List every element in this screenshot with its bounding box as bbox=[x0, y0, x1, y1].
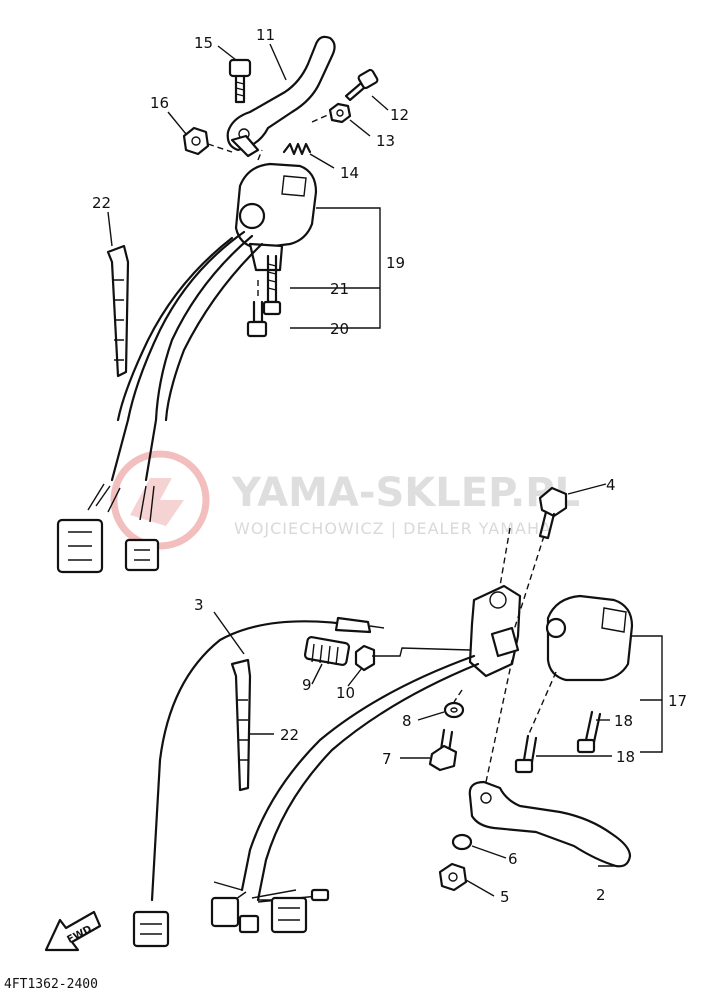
callout-9: 9 bbox=[302, 676, 312, 694]
callout-8: 8 bbox=[402, 712, 412, 730]
adjuster-part-9 bbox=[303, 636, 351, 666]
screw-part-18-b bbox=[514, 734, 538, 774]
callout-5: 5 bbox=[500, 888, 510, 906]
bolt-part-7 bbox=[428, 728, 458, 772]
bolt-part-15 bbox=[228, 58, 252, 104]
nut-part-5 bbox=[438, 862, 468, 892]
callout-3: 3 bbox=[194, 596, 204, 614]
watermark-logo bbox=[110, 450, 210, 550]
washer-part-8 bbox=[443, 701, 465, 719]
callout-10: 10 bbox=[336, 684, 355, 702]
callout-14: 14 bbox=[340, 164, 359, 182]
callout-12: 12 bbox=[390, 106, 409, 124]
callout-18-b: 18 bbox=[616, 748, 635, 766]
handlebar-switch-part-19 bbox=[234, 162, 318, 272]
callout-4: 4 bbox=[606, 476, 616, 494]
screw-part-20 bbox=[246, 280, 268, 338]
callout-15: 15 bbox=[194, 34, 213, 52]
screw-part-18-a bbox=[576, 710, 602, 754]
bolt-part-12 bbox=[344, 68, 379, 102]
callout-16: 16 bbox=[150, 94, 169, 112]
callout-2: 2 bbox=[596, 886, 606, 904]
callout-11: 11 bbox=[256, 26, 275, 44]
callout-6: 6 bbox=[508, 850, 518, 868]
leader-lines bbox=[167, 43, 616, 897]
cable-tie-part-22-upper bbox=[106, 211, 130, 378]
callout-labels: 15 11 12 13 14 16 22 19 21 20 4 3 9 10 1… bbox=[92, 26, 687, 906]
upper-wire-harness bbox=[87, 230, 264, 523]
washer-part-6 bbox=[451, 833, 473, 851]
watermark-subtitle: WOJCIECHOWICZ | DEALER YAMAHA bbox=[234, 519, 552, 538]
callout-20: 20 bbox=[330, 320, 349, 338]
connector-lower-a bbox=[132, 910, 170, 948]
callout-22-lower: 22 bbox=[280, 726, 299, 744]
diagram-code: 4FT1362-2400 bbox=[4, 977, 98, 992]
connector-lower-b bbox=[210, 888, 330, 934]
lever-part-11 bbox=[226, 35, 336, 158]
callout-19: 19 bbox=[386, 254, 405, 272]
spring-part-14 bbox=[282, 142, 312, 156]
lever-part-2 bbox=[468, 780, 632, 868]
nut-part-13 bbox=[328, 102, 352, 124]
callout-22-upper: 22 bbox=[92, 194, 111, 212]
callout-18-a: 18 bbox=[614, 712, 633, 730]
screw-part-21 bbox=[262, 254, 282, 316]
nut-part-16 bbox=[182, 126, 210, 156]
lever-holder bbox=[468, 584, 522, 678]
callout-13: 13 bbox=[376, 132, 395, 150]
cable-part-3 bbox=[150, 616, 385, 902]
fwd-arrow-icon: FWD bbox=[44, 910, 102, 952]
callout-7: 7 bbox=[382, 750, 392, 768]
callout-17: 17 bbox=[668, 692, 687, 710]
nut-part-10 bbox=[354, 644, 376, 672]
connector-right bbox=[124, 538, 160, 572]
callout-21: 21 bbox=[330, 280, 349, 298]
connector-left bbox=[56, 518, 104, 574]
handlebar-switch-part-17 bbox=[545, 594, 634, 682]
watermark-brand: YAMA-SKLEP.PL bbox=[231, 470, 580, 516]
cable-tie-part-22-lower bbox=[230, 658, 252, 792]
